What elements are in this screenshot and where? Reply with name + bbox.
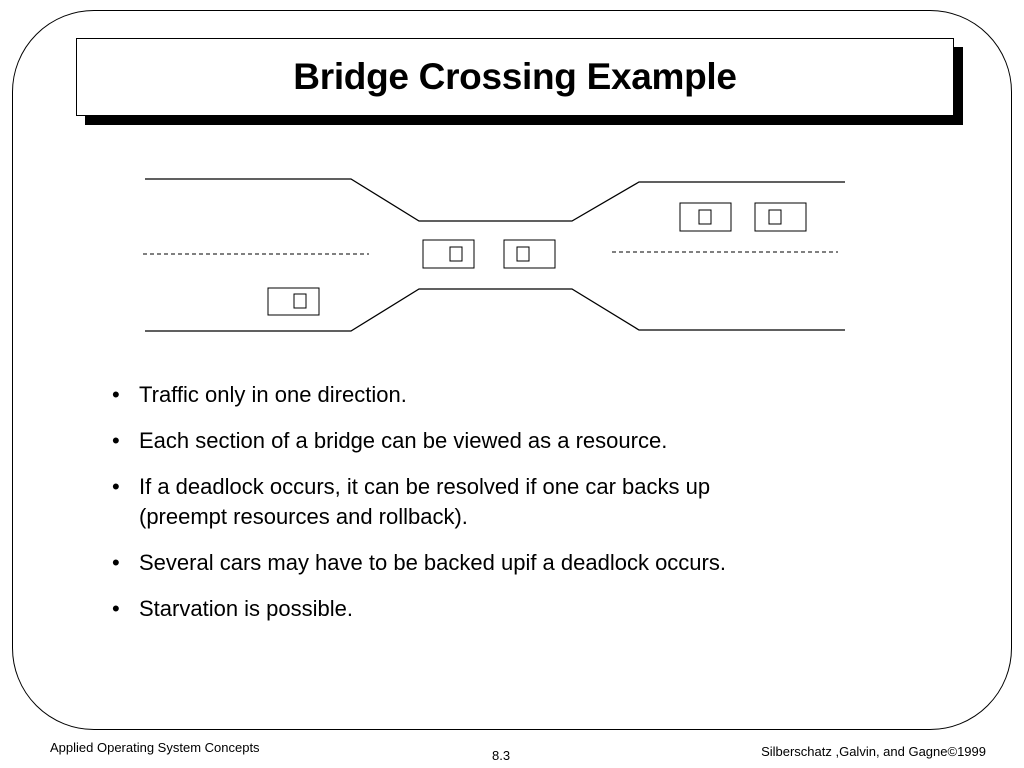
bullet-icon: • bbox=[112, 382, 120, 407]
bullet-text: Several cars may have to be backed upif … bbox=[139, 550, 726, 575]
bullet-text: Starvation is possible. bbox=[139, 596, 353, 621]
slide-frame bbox=[12, 10, 1012, 730]
bullet-icon: • bbox=[112, 474, 120, 499]
slide-title: Bridge Crossing Example bbox=[293, 56, 737, 97]
car-icon bbox=[679, 202, 732, 232]
bullet-item: • If a deadlock occurs, it can be resolv… bbox=[112, 472, 932, 532]
bullet-item: • Starvation is possible. bbox=[112, 594, 932, 624]
car-icon bbox=[503, 239, 556, 269]
car-icon bbox=[422, 239, 475, 269]
footer-copyright: Silberschatz ,Galvin, and Gagne©1999 bbox=[761, 744, 986, 759]
car-icon bbox=[267, 287, 320, 316]
bullet-icon: • bbox=[112, 428, 120, 453]
bullet-text: Traffic only in one direction. bbox=[139, 382, 407, 407]
car-icon bbox=[754, 202, 807, 232]
bullet-item: • Traffic only in one direction. bbox=[112, 380, 932, 410]
bullet-item: • Each section of a bridge can be viewed… bbox=[112, 426, 932, 456]
bullet-list: • Traffic only in one direction. • Each … bbox=[112, 380, 932, 640]
footer-page-number: 8.3 bbox=[492, 748, 511, 763]
bullet-icon: • bbox=[112, 550, 120, 575]
footer-course-title: Applied Operating System Concepts bbox=[50, 740, 260, 755]
road-upper-edge bbox=[145, 178, 845, 222]
bullet-icon: • bbox=[112, 596, 120, 621]
bullet-text: If a deadlock occurs, it can be resolved… bbox=[139, 474, 711, 529]
bullet-text: Each section of a bridge can be viewed a… bbox=[139, 428, 668, 453]
bullet-item: • Several cars may have to be backed upi… bbox=[112, 548, 932, 578]
road-lower-edge bbox=[145, 288, 845, 332]
title-box: Bridge Crossing Example bbox=[76, 38, 954, 116]
